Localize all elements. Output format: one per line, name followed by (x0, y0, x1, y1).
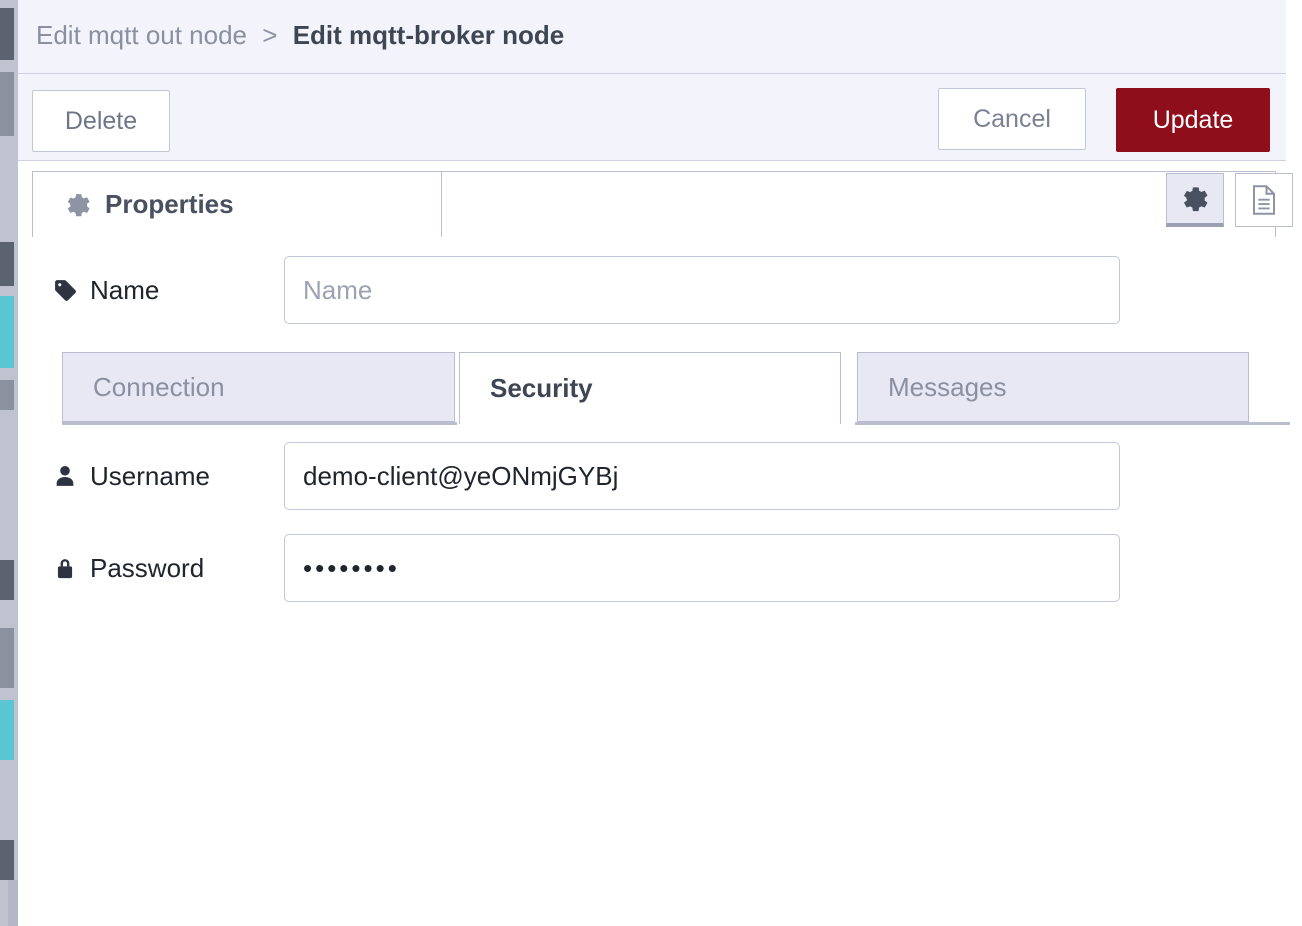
lock-icon (52, 556, 78, 581)
background-node (0, 242, 14, 286)
dialog-button-bar: Delete Cancel Update (18, 74, 1286, 161)
background-node (0, 560, 14, 600)
lock-icon-svg (57, 558, 73, 578)
background-node (0, 380, 14, 410)
dialog-header: Edit mqtt out node > Edit mqtt-broker no… (18, 0, 1286, 74)
tab-security[interactable]: Security (459, 352, 841, 424)
gear-icon (1184, 186, 1208, 211)
name-input[interactable] (284, 256, 1120, 324)
tab-connection-label: Connection (93, 371, 225, 402)
user-icon (52, 464, 78, 489)
background-node (0, 840, 14, 880)
tab-messages-label: Messages (888, 371, 1007, 402)
tabstrip-filler (442, 171, 1276, 237)
background-node (0, 628, 14, 688)
tab-security-label: Security (490, 373, 593, 403)
username-row: Username (52, 442, 1120, 510)
background-node (0, 700, 14, 760)
username-input[interactable] (284, 442, 1120, 510)
name-label-group: Name (52, 275, 284, 306)
inner-tabs-underline-right (855, 422, 1290, 425)
password-row: Password (52, 534, 1120, 602)
gear-icon-svg (67, 193, 90, 216)
breadcrumb: Edit mqtt out node > Edit mqtt-broker no… (36, 20, 564, 51)
description-icon (1253, 185, 1275, 215)
tab-connection[interactable]: Connection (62, 352, 455, 422)
password-input[interactable] (284, 534, 1120, 602)
name-row: Name (52, 256, 1120, 324)
dialog-tabstrip: Properties (18, 161, 1293, 397)
security-tabs: Connection Security Messages (62, 352, 1290, 430)
tag-icon-svg (54, 279, 76, 301)
username-label-group: Username (52, 461, 284, 492)
gear-icon-button[interactable] (1166, 173, 1224, 227)
tab-properties[interactable]: Properties (32, 171, 442, 237)
description-icon-button[interactable] (1235, 173, 1293, 227)
breadcrumb-separator: > (262, 20, 278, 50)
gear-icon (65, 192, 91, 218)
update-button[interactable]: Update (1116, 88, 1270, 152)
username-label-text: Username (90, 460, 210, 491)
canvas-scrollbar[interactable] (8, 880, 20, 926)
inner-tabs-underline-left (62, 422, 457, 425)
background-node (0, 296, 14, 368)
tab-messages[interactable]: Messages (857, 352, 1249, 422)
background-node (0, 72, 14, 136)
breadcrumb-parent[interactable]: Edit mqtt out node (36, 20, 248, 50)
tag-icon (52, 278, 78, 303)
breadcrumb-current: Edit mqtt-broker node (292, 20, 565, 50)
editor-canvas-background (0, 0, 22, 926)
user-icon-svg (56, 465, 74, 486)
password-label-text: Password (90, 552, 205, 583)
delete-button[interactable]: Delete (32, 90, 170, 152)
name-label-text: Name (90, 274, 160, 305)
edit-node-dialog: Edit mqtt out node > Edit mqtt-broker no… (18, 0, 1293, 926)
cancel-button[interactable]: Cancel (938, 88, 1086, 150)
properties-panel: Name Connection Security Messages (18, 239, 1290, 926)
background-node (0, 8, 14, 60)
tab-properties-label: Properties (105, 189, 234, 219)
password-label-group: Password (52, 553, 284, 584)
